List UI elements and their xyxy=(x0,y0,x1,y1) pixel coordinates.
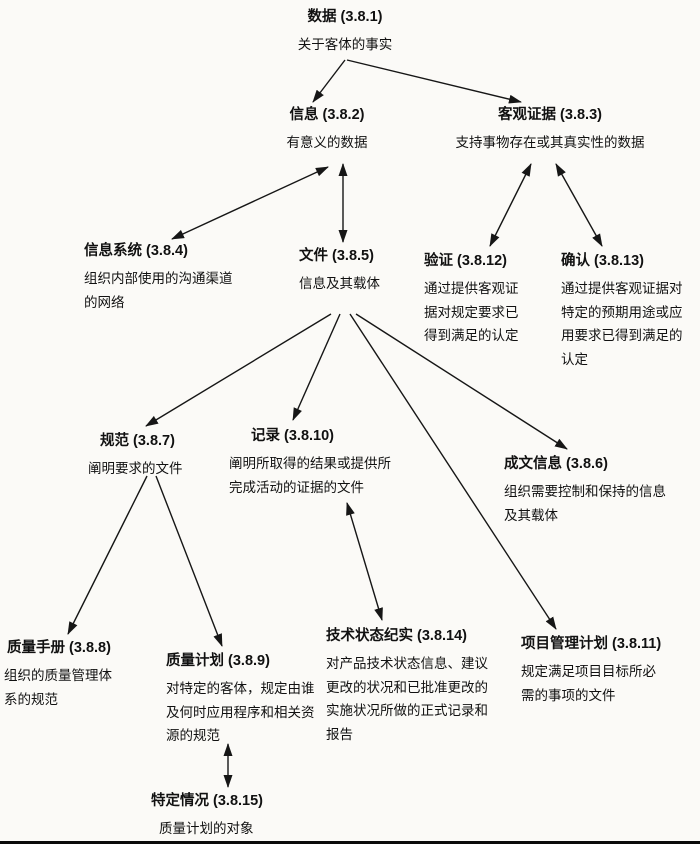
term-definition: 信息及其载体 xyxy=(299,276,380,291)
term-definition: 组织需要控制和保持的信息及其载体 xyxy=(504,484,666,523)
node-quality-manual: 质量手册 (3.8.8) 组织的质量管理体系的规范 xyxy=(4,639,116,711)
edge-objective-evidence-to-validation xyxy=(555,163,603,247)
node-project-management-plan: 项目管理计划 (3.8.11) 规定满足项目目标所必需的事项的文件 xyxy=(521,635,661,707)
edge-objective-evidence-to-verification xyxy=(489,163,532,247)
node-specification: 规范 (3.8.7) 阐明要求的文件 xyxy=(88,432,194,481)
term-definition: 阐明要求的文件 xyxy=(88,461,183,476)
node-information: 信息 (3.8.2) 有意义的数据 xyxy=(262,106,392,155)
edge-specification-to-quality-plan xyxy=(155,475,223,647)
node-record: 记录 (3.8.10) 阐明所取得的结果或提供所完成活动的证据的文件 xyxy=(229,427,393,499)
edge-document-to-documented-information xyxy=(355,313,568,450)
node-documented-information: 成文信息 (3.8.6) 组织需要控制和保持的信息及其载体 xyxy=(504,455,668,527)
term-definition: 组织内部使用的沟通渠道的网络 xyxy=(84,271,233,310)
edge-data-to-information xyxy=(312,59,346,103)
node-specific-case: 特定情况 (3.8.15) 质量计划的对象 xyxy=(151,792,301,841)
node-document: 文件 (3.8.5) 信息及其载体 xyxy=(299,247,409,296)
edge-information-to-information-system xyxy=(171,166,329,240)
term-title: 信息 (3.8.2) xyxy=(289,107,365,123)
term-definition: 对特定的客体，规定由谁及何时应用程序和相关资源的规范 xyxy=(166,681,315,743)
edge-record-to-configuration-status-accounting xyxy=(346,502,383,621)
term-title: 验证 (3.8.12) xyxy=(424,253,507,269)
node-configuration-status-accounting: 技术状态纪实 (3.8.14) 对产品技术状态信息、建议更改的状况和已批准更改的… xyxy=(326,627,490,746)
term-definition: 通过提供客观证据对规定要求已得到满足的认定 xyxy=(424,281,519,343)
term-definition: 通过提供客观证据对特定的预期用途或应用要求已得到满足的认定 xyxy=(561,281,683,367)
node-verification: 验证 (3.8.12) 通过提供客观证据对规定要求已得到满足的认定 xyxy=(424,252,524,348)
term-title: 信息系统 (3.8.4) xyxy=(84,243,188,259)
term-title: 数据 (3.8.1) xyxy=(307,9,383,25)
node-validation: 确认 (3.8.13) 通过提供客观证据对特定的预期用途或应用要求已得到满足的认… xyxy=(561,252,685,371)
term-definition: 组织的质量管理体系的规范 xyxy=(4,668,112,707)
term-definition: 关于客体的事实 xyxy=(297,37,393,52)
term-title: 特定情况 (3.8.15) xyxy=(151,793,263,809)
term-definition: 对产品技术状态信息、建议更改的状况和已批准更改的实施状况所做的正式记录和报告 xyxy=(326,656,488,742)
node-objective-evidence: 客观证据 (3.8.3) 支持事物存在或其真实性的数据 xyxy=(440,106,660,155)
edge-document-to-specification xyxy=(145,313,332,427)
edge-data-to-objective-evidence xyxy=(346,59,522,104)
term-title: 客观证据 (3.8.3) xyxy=(498,107,602,123)
term-definition: 有意义的数据 xyxy=(286,135,368,150)
term-definition: 支持事物存在或其真实性的数据 xyxy=(455,135,645,150)
edge-document-to-project-management-plan xyxy=(349,313,557,630)
term-title: 记录 (3.8.10) xyxy=(251,428,334,444)
term-title: 成文信息 (3.8.6) xyxy=(504,456,608,472)
term-title: 技术状态纪实 (3.8.14) xyxy=(326,628,467,644)
term-title: 确认 (3.8.13) xyxy=(561,253,644,269)
term-definition: 阐明所取得的结果或提供所完成活动的证据的文件 xyxy=(229,456,391,495)
term-title: 规范 (3.8.7) xyxy=(100,433,175,449)
term-definition: 质量计划的对象 xyxy=(159,821,254,836)
node-data: 数据 (3.8.1) 关于客体的事实 xyxy=(270,8,420,57)
node-quality-plan: 质量计划 (3.8.9) 对特定的客体，规定由谁及何时应用程序和相关资源的规范 xyxy=(166,652,316,748)
node-information-system: 信息系统 (3.8.4) 组织内部使用的沟通渠道的网络 xyxy=(84,242,244,314)
term-title: 文件 (3.8.5) xyxy=(299,248,374,264)
edge-specification-to-quality-manual xyxy=(67,475,148,635)
term-definition: 规定满足项目目标所必需的事项的文件 xyxy=(521,664,656,703)
term-title: 项目管理计划 (3.8.11) xyxy=(521,636,662,652)
term-title: 质量手册 (3.8.8) xyxy=(7,640,111,656)
edge-document-to-record xyxy=(292,313,341,421)
term-title: 质量计划 (3.8.9) xyxy=(166,653,270,669)
